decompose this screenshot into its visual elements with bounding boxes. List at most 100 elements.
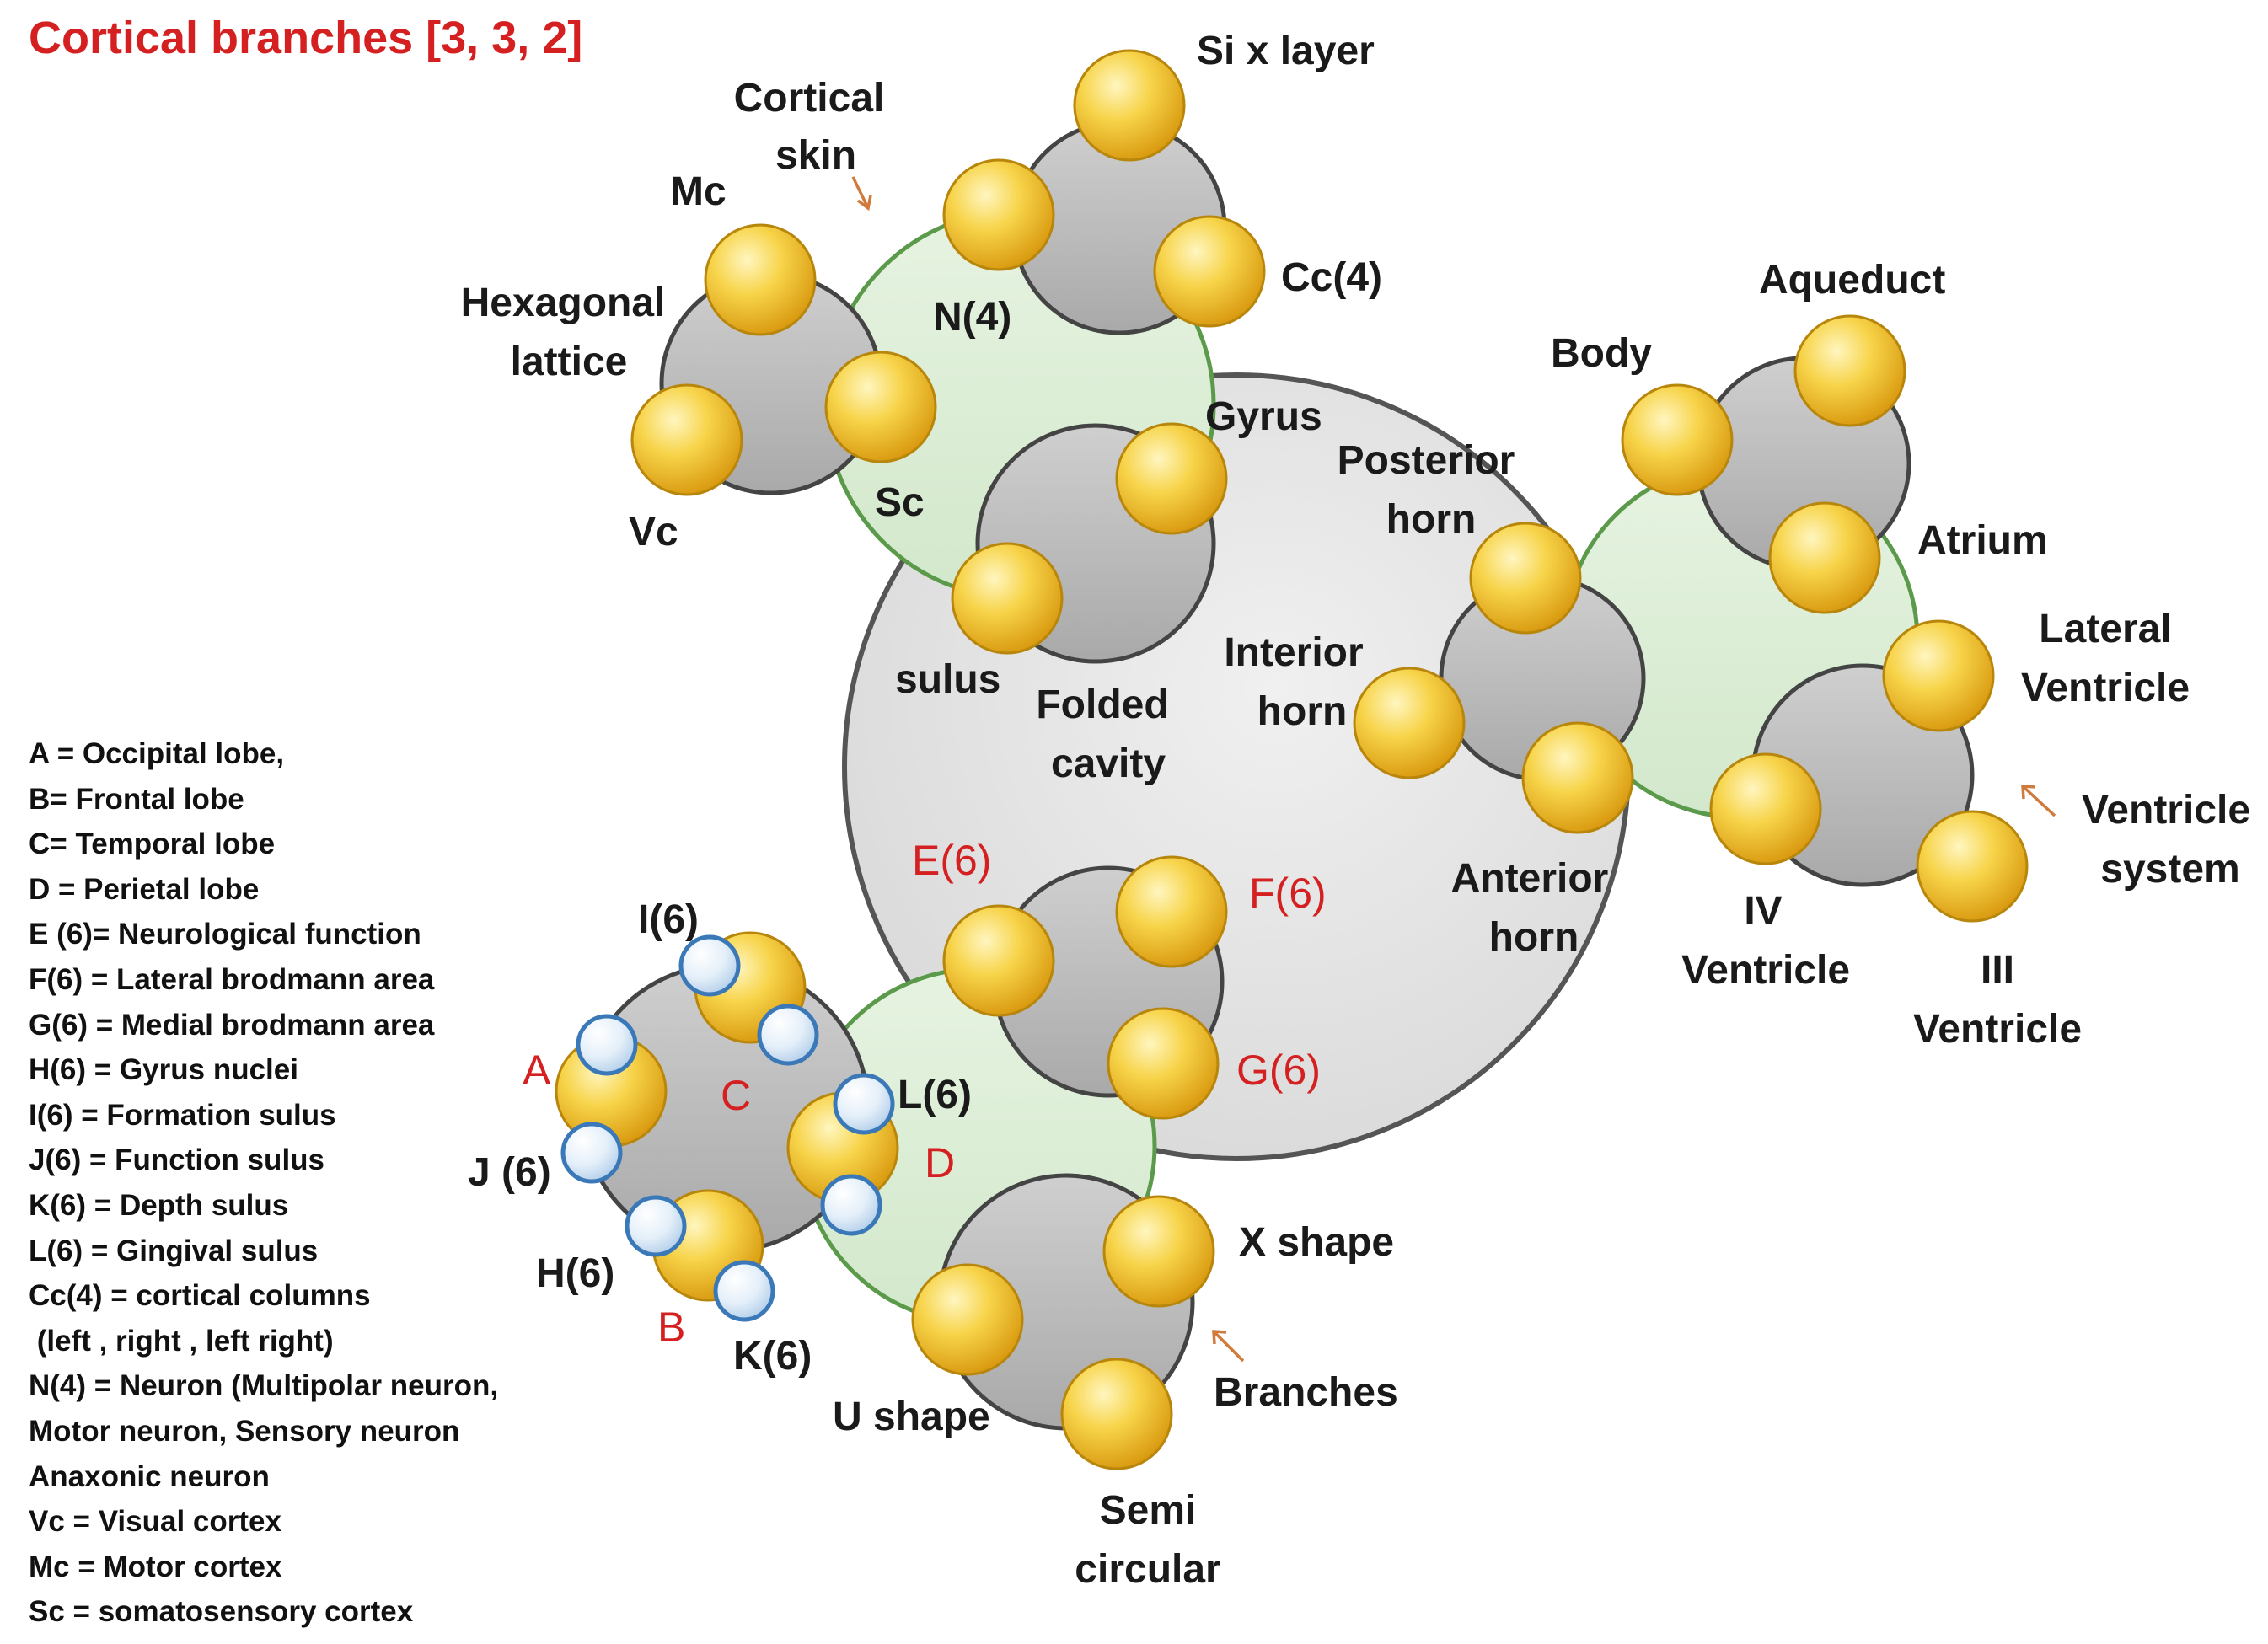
node-d-blue: [820, 1174, 882, 1236]
legend-item: L(6) = Gingival sulus: [29, 1234, 319, 1267]
node-e6: [942, 904, 1055, 1017]
node-body: [1621, 383, 1734, 496]
node-l6: [833, 1073, 895, 1135]
legend-item: Vc = Visual cortex: [29, 1505, 281, 1539]
node-g6: [1107, 1007, 1220, 1120]
legend-item: G(6) = Medial brodmann area: [29, 1008, 435, 1042]
node-anterior-horn: [1521, 721, 1634, 834]
node-iv-ventricle: [1709, 752, 1822, 865]
node-atrium: [1768, 501, 1881, 614]
label-a: A: [523, 1047, 551, 1094]
label-atrium: Atrium: [1917, 518, 2048, 563]
label-n4: N(4): [933, 295, 1011, 340]
label-h6: H(6): [536, 1251, 614, 1296]
label-iv-2: Ventricle: [1681, 948, 1850, 993]
label-six-layer: Si x layer: [1197, 29, 1375, 73]
label-aqueduct: Aqueduct: [1759, 258, 1945, 303]
label-posterior-1: Posterior: [1338, 438, 1515, 483]
node-aqueduct: [1793, 314, 1906, 427]
legend-item: D = Perietal lobe: [29, 872, 260, 906]
node-iii-ventricle: [1916, 810, 2029, 923]
label-i6: I(6): [638, 897, 699, 942]
legend-item: C= Temporal lobe: [29, 827, 276, 861]
legend-item: Cc(4) = cortical columns: [29, 1279, 371, 1313]
label-body: Body: [1551, 331, 1652, 376]
label-interior-2: horn: [1257, 689, 1348, 734]
label-vc: Vc: [629, 510, 678, 554]
legend-item: A = Occipital lobe,: [29, 737, 285, 770]
label-interior-1: Interior: [1224, 630, 1363, 675]
diagram-title: Cortical branches [3, 3, 2]: [29, 13, 583, 63]
node-sc: [824, 351, 937, 463]
label-folded-1: Folded: [1036, 683, 1168, 727]
label-hexagonal-1: Hexagonal: [461, 281, 666, 325]
legend-item: I(6) = Formation sulus: [29, 1098, 336, 1132]
legend-item: F(6) = Lateral brodmann area: [29, 962, 435, 996]
label-ventricle-system-2: system: [2100, 847, 2239, 892]
label-j6: J (6): [468, 1150, 551, 1195]
label-branches: Branches: [1214, 1370, 1398, 1415]
legend-item: H(6) = Gyrus nuclei: [29, 1053, 298, 1087]
node-j6: [560, 1122, 623, 1184]
node-posterior-horn: [1469, 522, 1582, 635]
blue-nodes: [560, 934, 895, 1322]
label-ventricle-system-1: Ventricle: [2082, 788, 2250, 833]
legend: A = Occipital lobe, B= Frontal lobe C= Tem…: [29, 731, 498, 1635]
legend-item: B= Frontal lobe: [29, 782, 244, 816]
label-lateral-ventricle-1: Lateral: [2039, 607, 2171, 651]
arrows: [851, 176, 2056, 1363]
label-anterior-1: Anterior: [1451, 856, 1609, 901]
cortical-skin-arrow-icon: [851, 176, 872, 212]
node-f6: [1115, 855, 1228, 968]
legend-item: Anaxonic neuron: [29, 1459, 270, 1493]
label-iii-2: Ventricle: [1913, 1007, 2082, 1052]
node-x-shape: [1102, 1195, 1215, 1308]
label-k6: K(6): [733, 1334, 812, 1379]
label-l6: L(6): [898, 1073, 972, 1117]
label-folded-2: cavity: [1051, 742, 1166, 786]
label-cortical-skin-2: skin: [775, 133, 856, 178]
label-cc4: Cc(4): [1281, 255, 1382, 300]
node-u-shape: [911, 1263, 1024, 1376]
node-lateral-ventricle: [1882, 619, 1995, 732]
node-vc: [630, 383, 743, 496]
legend-item: Motor neuron, Sensory neuron: [29, 1414, 460, 1448]
node-h6: [625, 1195, 687, 1257]
ventricle-system-arrow-icon: [2021, 785, 2056, 817]
label-b: B: [657, 1304, 685, 1351]
node-sulus-c: [757, 1004, 819, 1066]
label-iii-1: III: [1981, 948, 2014, 993]
legend-item: E (6)= Neurological function: [29, 918, 421, 951]
node-sulus: [951, 542, 1064, 655]
label-u-shape: U shape: [833, 1395, 990, 1439]
node-i6: [678, 934, 741, 997]
label-posterior-2: horn: [1386, 497, 1477, 542]
node-a-blue: [576, 1014, 638, 1076]
label-iv-1: IV: [1744, 889, 1782, 934]
legend-item: Mc = Motor cortex: [29, 1550, 282, 1583]
label-hexagonal-2: lattice: [511, 340, 628, 384]
node-semi-circular: [1060, 1358, 1173, 1470]
label-e6: E(6): [912, 837, 991, 884]
label-f6: F(6): [1249, 870, 1327, 917]
node-n4: [942, 158, 1055, 271]
legend-item: N(4) = Neuron (Multipolar neuron,: [29, 1369, 499, 1403]
label-anterior-2: horn: [1489, 915, 1579, 960]
branches-arrow-icon: [1212, 1330, 1245, 1363]
legend-item: J(6) = Function sulus: [29, 1143, 325, 1177]
label-mc: Mc: [670, 169, 727, 214]
yellow-nodes: [555, 49, 2029, 1470]
label-c: C: [721, 1072, 751, 1119]
legend-item: Sc = somatosensory cortex: [29, 1595, 414, 1629]
label-semi-2: circular: [1075, 1547, 1220, 1592]
node-six-layer: [1073, 49, 1186, 162]
label-d: D: [925, 1139, 955, 1186]
node-k6: [713, 1260, 775, 1322]
legend-item: K(6) = Depth sulus: [29, 1188, 289, 1222]
label-gyrus: Gyrus: [1205, 394, 1322, 439]
label-sulus: sulus: [895, 657, 1000, 702]
label-x-shape: X shape: [1239, 1220, 1394, 1265]
label-cortical-skin-1: Cortical: [734, 76, 885, 120]
label-g6: G(6): [1236, 1047, 1321, 1094]
